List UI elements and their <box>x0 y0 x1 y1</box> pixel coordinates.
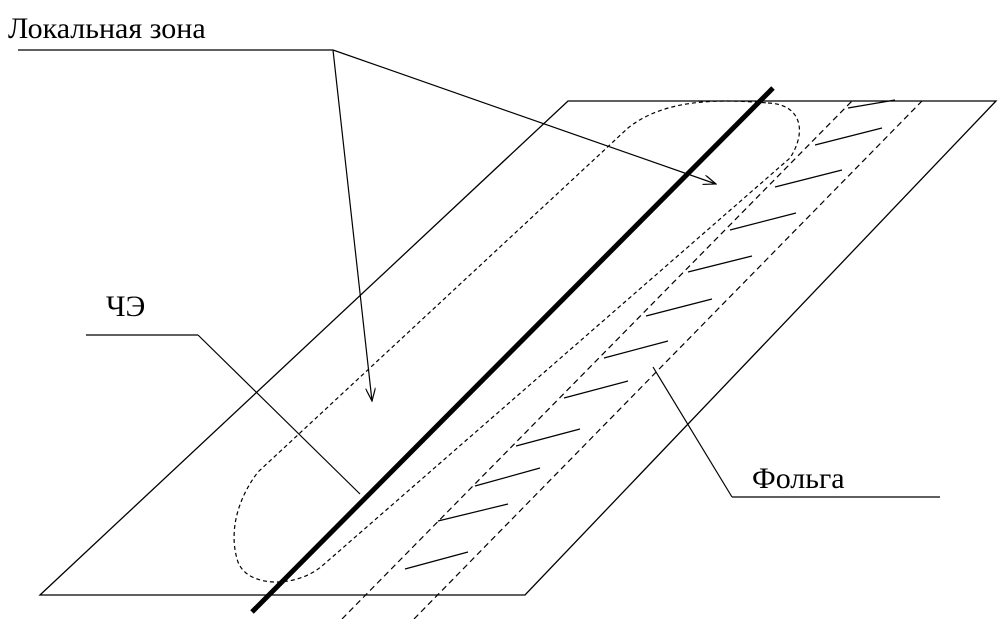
local-zone-leader <box>18 49 716 401</box>
foil-hatching <box>404 99 896 570</box>
local-zone-outline <box>233 100 800 583</box>
plate-outline <box>38 100 998 596</box>
foil-right-edge <box>413 100 923 620</box>
foil-left-edge <box>341 100 853 620</box>
sensing-element-label: ЧЭ <box>106 290 146 323</box>
foil-label: Фольга <box>752 462 845 495</box>
sensing-element-line <box>250 86 775 614</box>
foil-leader <box>652 366 940 498</box>
sensing-element-leader <box>86 334 361 495</box>
local-zone-label: Локальная зона <box>8 12 206 45</box>
